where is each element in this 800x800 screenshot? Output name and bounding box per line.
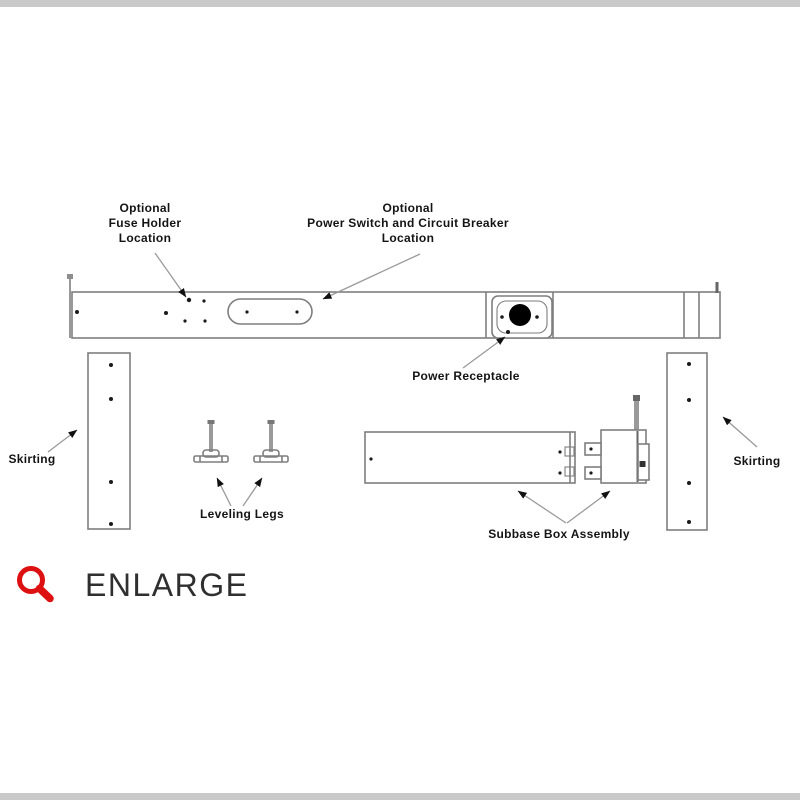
control-housing-assembly [67, 274, 721, 339]
conduit-stub [634, 397, 639, 431]
leveling-leg-right [253, 420, 289, 463]
callout-skirting-right: Skirting [733, 454, 781, 468]
switch-cutout [227, 298, 313, 325]
skirting-panel-right [666, 352, 708, 531]
callout-power-switch: Optional Power Switch and Circuit Breake… [288, 201, 528, 246]
mounting-holes [75, 297, 207, 323]
receptacle-socket [509, 304, 531, 326]
callout-leveling-legs: Leveling Legs [200, 507, 284, 521]
bottom-border-bar [0, 793, 800, 800]
subbase-junction-box [584, 395, 650, 484]
callout-line: Power Switch and Circuit Breaker [307, 216, 509, 230]
left-tab-lower [584, 466, 602, 480]
callout-power-receptacle: Power Receptacle [412, 369, 520, 383]
enlarge-button[interactable]: ENLARGE [13, 563, 248, 607]
top-border-bar [0, 0, 800, 7]
callout-line: Fuse Holder [108, 216, 182, 230]
left-tab-upper [584, 442, 602, 456]
callout-line: Optional [119, 201, 171, 215]
callout-subbase-box-assembly: Subbase Box Assembly [488, 527, 630, 541]
callout-line: Optional [382, 201, 434, 215]
callout-line: Location [381, 231, 435, 245]
magnifier-icon [17, 566, 54, 603]
enlarge-label: ENLARGE [85, 566, 249, 603]
leveling-leg-left [193, 420, 229, 463]
callout-line: Location [118, 231, 172, 245]
leader-arrows [47, 252, 758, 524]
callout-fuse-holder: Optional Fuse Holder Location [75, 201, 215, 246]
subbase-box [364, 431, 576, 484]
skirting-panel-left [87, 352, 131, 530]
callout-skirting-left: Skirting [8, 452, 56, 466]
left-end-cap [67, 274, 73, 279]
power-receptacle [491, 295, 553, 339]
